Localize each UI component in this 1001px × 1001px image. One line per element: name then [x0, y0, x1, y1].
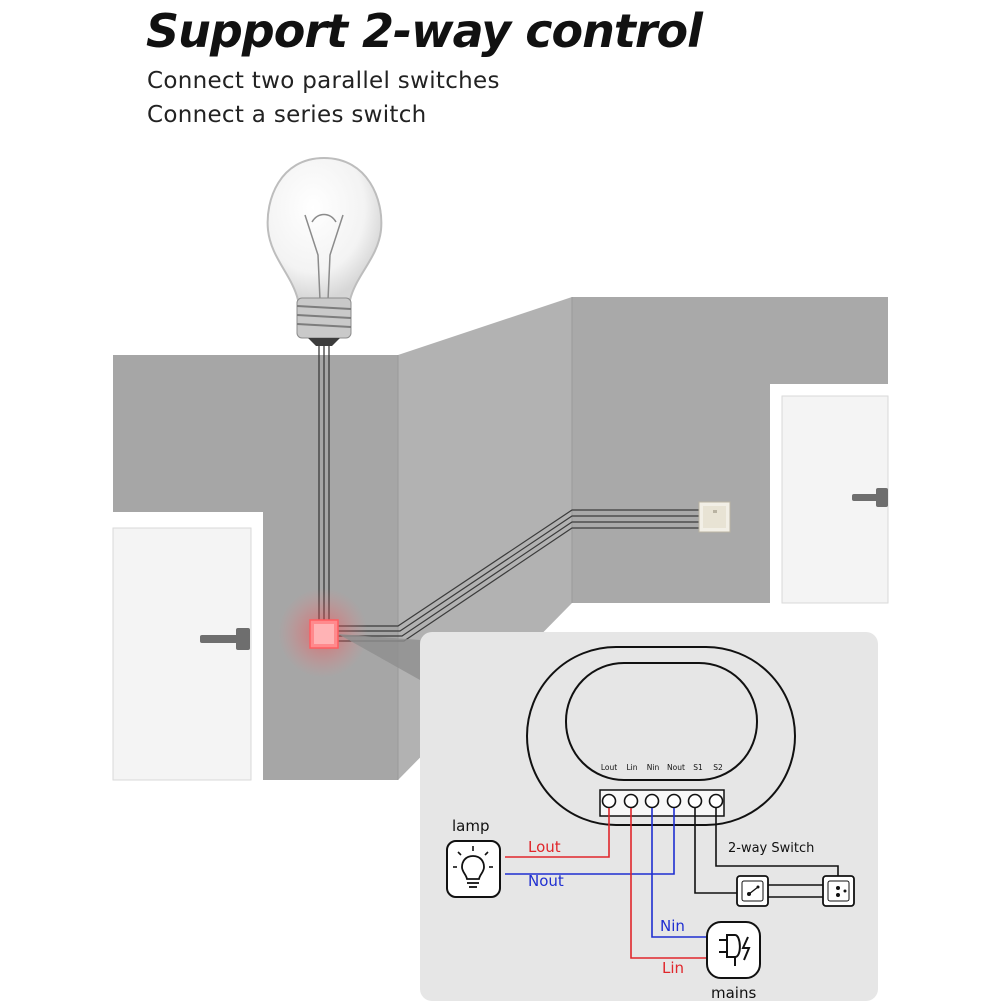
- wire-lin: [630, 808, 706, 959]
- mains-label: mains: [711, 984, 756, 1001]
- terminal-label-s1: S1: [693, 763, 703, 772]
- lamp-icon: [446, 840, 501, 898]
- switch-icon: [822, 875, 855, 907]
- wire-s2: [715, 808, 839, 876]
- remote-wall-switch: [698, 501, 731, 533]
- terminal-label-lout: Lout: [601, 763, 617, 772]
- page-title: Support 2-way control: [146, 4, 703, 58]
- switch-label: 2-way Switch: [728, 841, 814, 856]
- nout-label: Nout: [528, 872, 564, 890]
- wire-s1: [694, 808, 738, 894]
- terminal-label-lin: Lin: [626, 763, 637, 772]
- terminal-block: [599, 789, 725, 817]
- terminal-label-s2: S2: [713, 763, 723, 772]
- lamp-label: lamp: [452, 817, 490, 835]
- ceiling-wires: [318, 342, 330, 622]
- left-door: [112, 512, 263, 781]
- subtitle-parallel: Connect two parallel switches: [147, 68, 500, 94]
- wire-nin: [651, 808, 706, 938]
- switch-icon: [736, 875, 769, 907]
- light-bulb-icon: [266, 156, 383, 346]
- module-outline: [526, 646, 796, 826]
- lout-label: Lout: [528, 838, 561, 856]
- right-door: [770, 384, 889, 604]
- plug-icon: [706, 921, 761, 979]
- terminal-label-nin: Nin: [647, 763, 660, 772]
- wire-nout: [505, 808, 675, 875]
- subtitle-series: Connect a series switch: [147, 102, 427, 128]
- lin-label: Lin: [662, 959, 684, 977]
- nin-label: Nin: [660, 917, 685, 935]
- smart-switch-module: [278, 588, 368, 678]
- wire-lout: [505, 808, 610, 858]
- terminal-screws: [601, 793, 724, 809]
- terminal-label-nout: Nout: [667, 763, 685, 772]
